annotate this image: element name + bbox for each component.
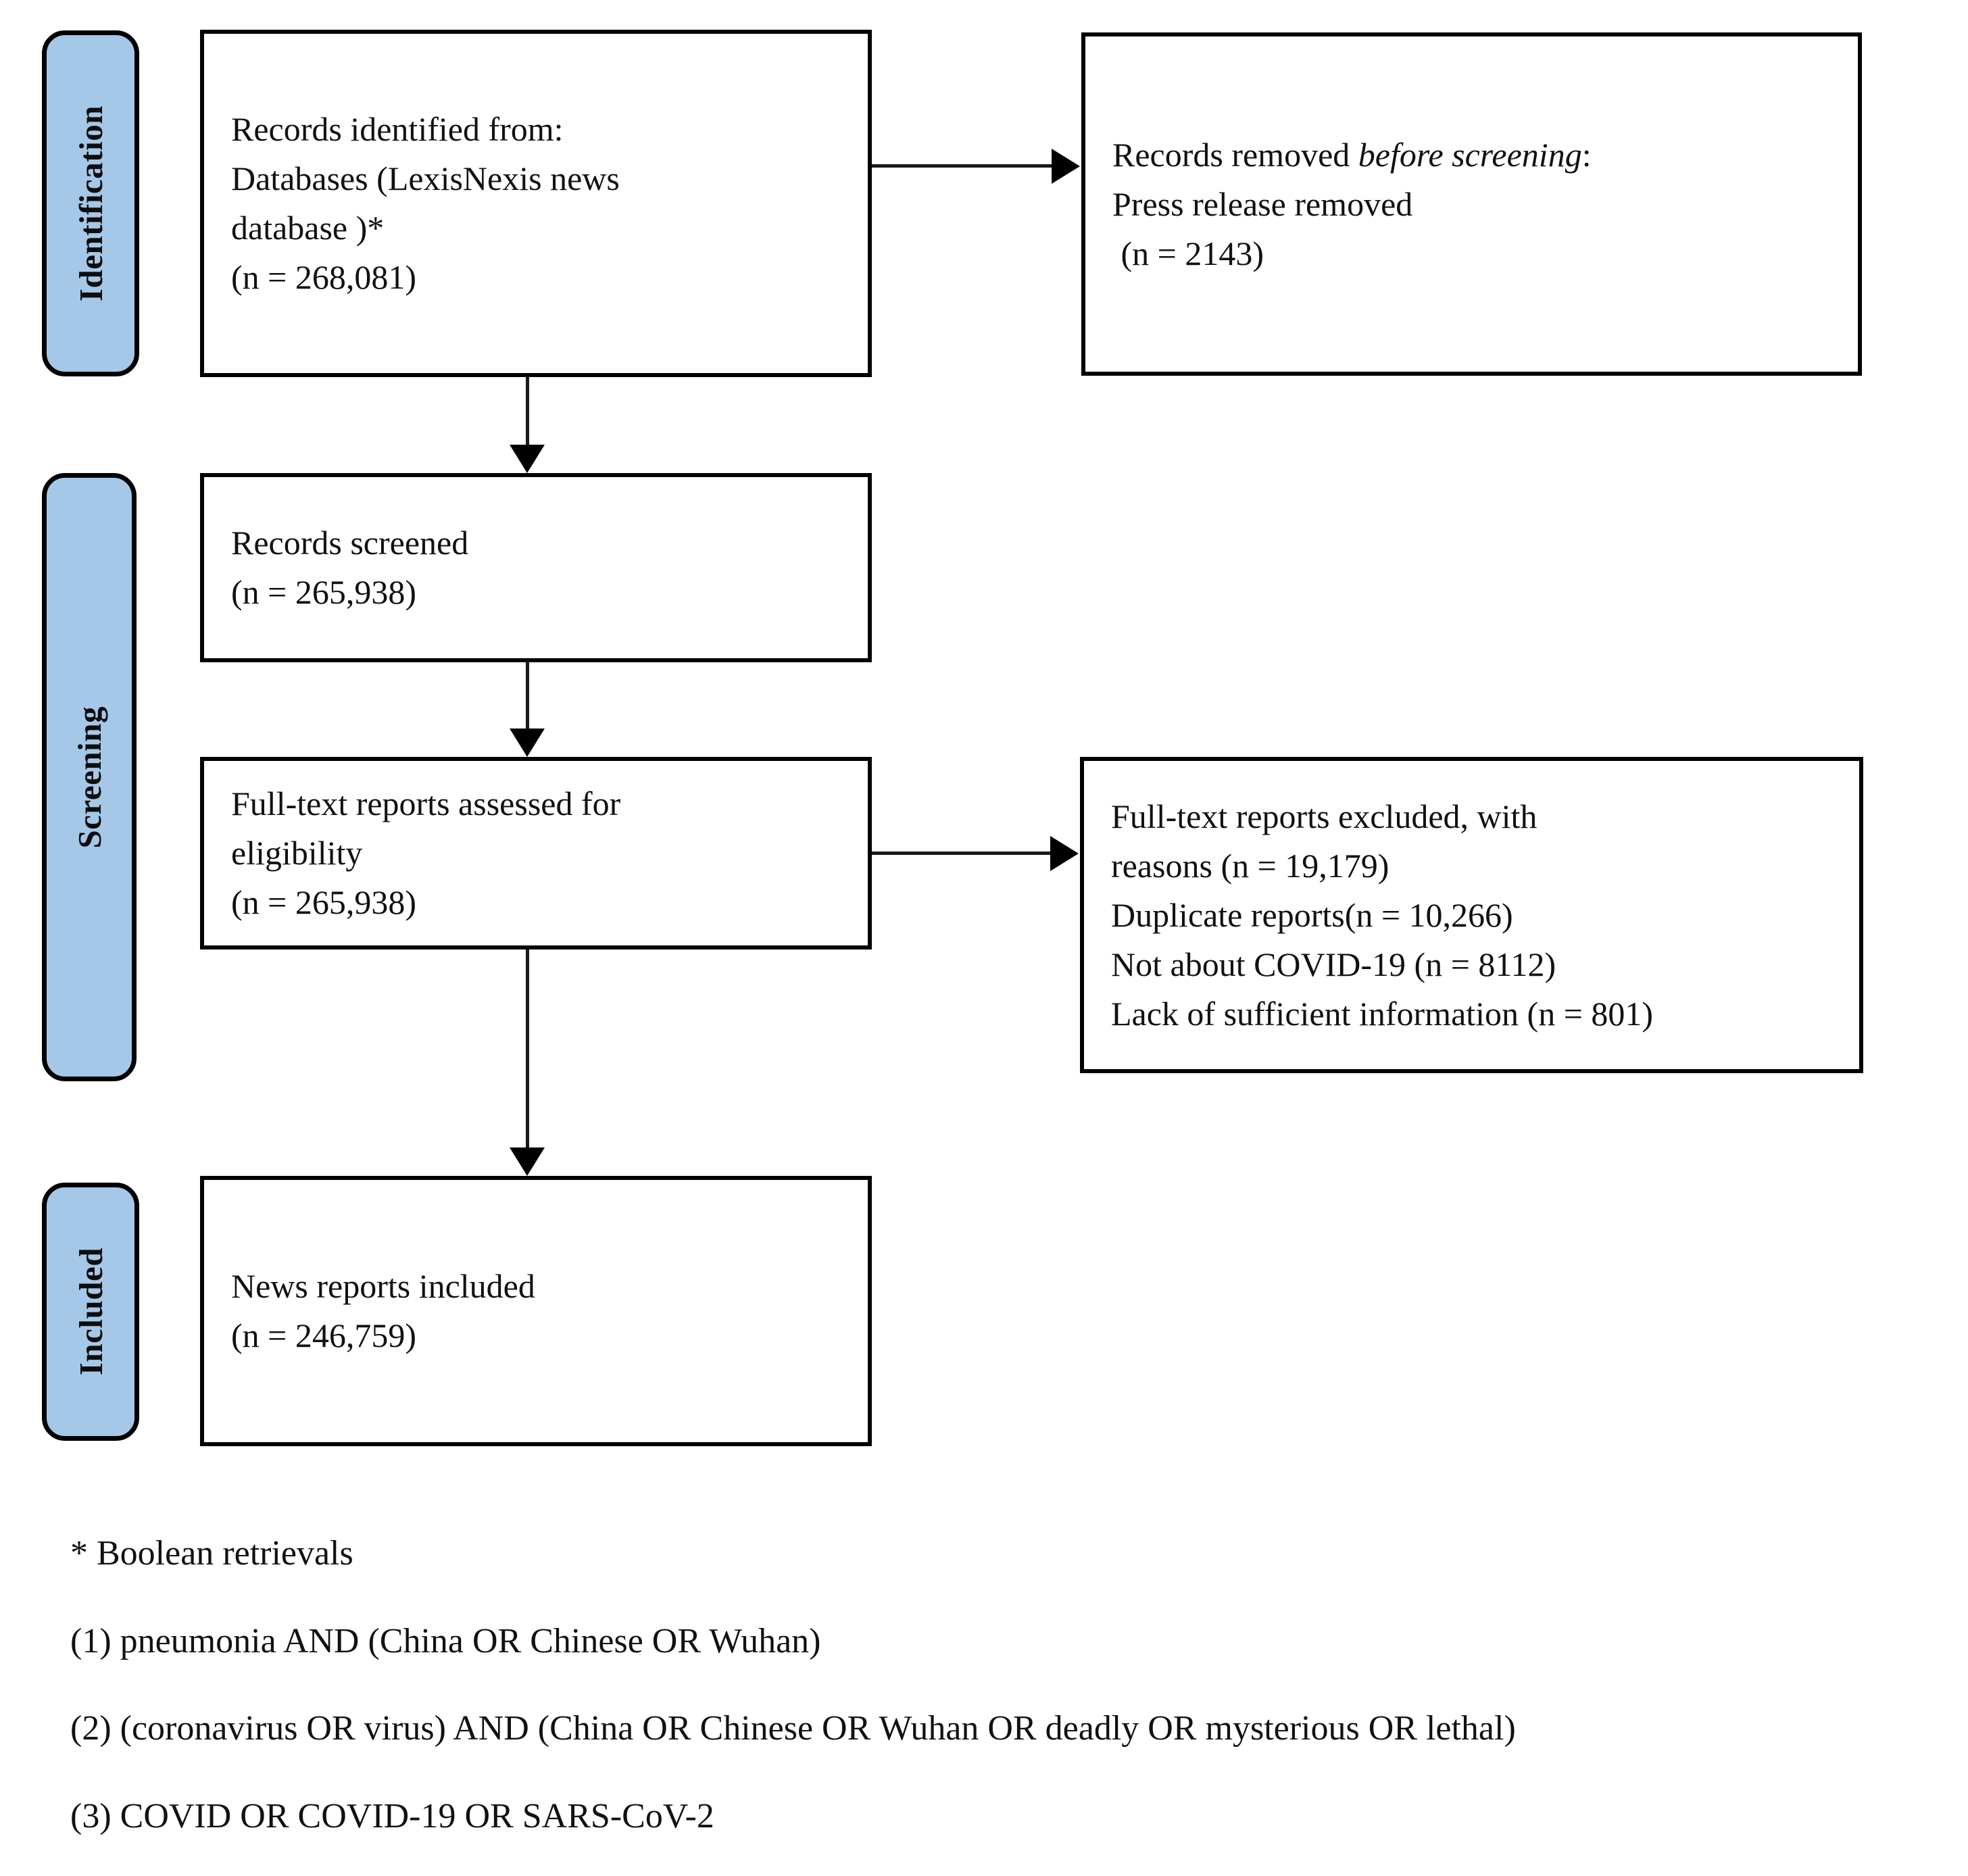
arrowhead-identified-to-removed	[1052, 149, 1080, 184]
box-line: Press release removed	[1112, 184, 1413, 223]
arrowhead-screened-to-eligibility	[510, 729, 545, 757]
box-line: (n = 268,081)	[231, 258, 416, 296]
connector-identified-to-screened	[526, 377, 529, 447]
box-line: Records identified from:	[231, 110, 564, 148]
box-line: (n = 2143)	[1112, 234, 1264, 272]
phase-label-identification: Identification	[72, 105, 109, 302]
box-fulltext-excluded: Full-text reports excluded, with reasons…	[1080, 757, 1863, 1073]
box-records-screened: Records screened (n = 265,938)	[200, 473, 872, 662]
box-fulltext-excluded-text: Full-text reports excluded, with reasons…	[1084, 792, 1859, 1039]
box-line: Full-text reports assessed for	[231, 785, 621, 822]
box-line: reasons (n = 19,179)	[1111, 846, 1389, 885]
box-news-reports-included: News reports included (n = 246,759)	[200, 1176, 872, 1446]
box-line: Records screened	[231, 524, 469, 562]
arrowhead-identified-to-screened	[510, 445, 545, 473]
footnote-boolean-retrievals: * Boolean retrievals	[70, 1534, 353, 1573]
box-records-identified: Records identified from: Databases (Lexi…	[200, 30, 872, 377]
arrowhead-eligibility-to-included	[510, 1147, 545, 1176]
phase-label-screening: Screening	[70, 706, 108, 849]
connector-screened-to-eligibility	[526, 662, 529, 730]
footnote-query-3: (3) COVID OR COVID-19 OR SARS-CoV-2	[70, 1796, 714, 1835]
footnotes-block: * Boolean retrievals (1) pneumonia AND (…	[70, 1531, 1936, 1839]
footnote-query-1: (1) pneumonia AND (China OR Chinese OR W…	[70, 1621, 821, 1660]
phase-label-included: Included	[72, 1248, 109, 1376]
box-news-reports-included-text: News reports included (n = 246,759)	[204, 1262, 868, 1360]
box-fulltext-assessed-text: Full-text reports assessed for eligibili…	[204, 779, 868, 927]
box-line: database )*	[231, 209, 385, 247]
box-line: Duplicate reports(n = 10,266)	[1111, 895, 1513, 934]
footnote-query-2: (2) (coronavirus OR virus) AND (China OR…	[70, 1709, 1516, 1748]
phase-bar-included: Included	[42, 1183, 139, 1441]
box-records-removed-before-screening: Records removed before screening: Press …	[1081, 32, 1862, 376]
arrowhead-eligibility-to-excluded	[1050, 836, 1079, 871]
phase-bar-identification: Identification	[42, 30, 139, 376]
box-line: (n = 265,938)	[231, 883, 416, 921]
box-line: (n = 246,759)	[231, 1316, 416, 1354]
connector-eligibility-to-excluded	[872, 851, 1050, 855]
box-line: Databases (LexisNexis news	[231, 159, 620, 197]
removed-heading-suffix: :	[1581, 135, 1592, 174]
box-line: eligibility	[231, 834, 363, 872]
box-fulltext-assessed: Full-text reports assessed for eligibili…	[200, 757, 872, 949]
removed-heading-italic: before screening	[1358, 135, 1582, 174]
box-line: Not about COVID-19 (n = 8112)	[1111, 945, 1556, 983]
connector-identified-to-removed	[872, 164, 1052, 168]
box-line: Full-text reports excluded, with	[1111, 797, 1538, 835]
box-line: (n = 265,938)	[231, 573, 416, 611]
box-line: News reports included	[231, 1267, 535, 1305]
phase-bar-screening: Screening	[42, 473, 137, 1081]
box-line: Lack of sufficient information (n = 801)	[1111, 994, 1654, 1033]
removed-heading-prefix: Records removed	[1112, 135, 1358, 174]
box-line-removed-heading: Records removed before screening:	[1112, 130, 1831, 180]
box-records-removed-text: Records removed before screening: Press …	[1085, 130, 1858, 278]
box-records-identified-text: Records identified from: Databases (Lexi…	[204, 105, 868, 302]
box-records-screened-text: Records screened (n = 265,938)	[204, 518, 868, 617]
connector-eligibility-to-included	[526, 949, 529, 1150]
